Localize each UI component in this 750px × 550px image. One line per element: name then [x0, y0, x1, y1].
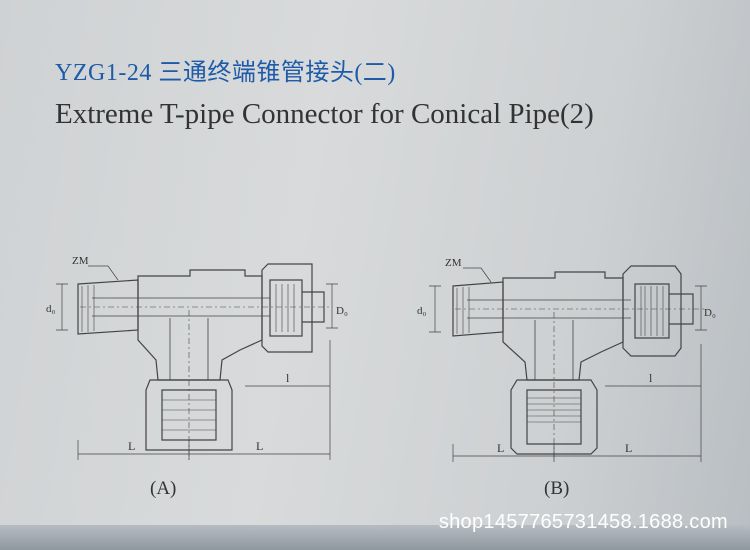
label-zm-b: ZM	[445, 257, 462, 269]
right-nut	[261, 263, 313, 353]
main-body	[502, 271, 624, 381]
label-D0-b: D₀	[704, 307, 716, 319]
shop-watermark: shop1457765731458.1688.com	[438, 511, 728, 533]
bottom-nut	[510, 379, 598, 455]
label-l-a: l	[286, 371, 290, 385]
label-L2-a: L	[256, 439, 263, 453]
right-nut	[622, 265, 682, 357]
page-bottom-edge	[0, 525, 750, 550]
label-L1-a: L	[128, 439, 135, 453]
title-chinese: YZG1-24 三通终端锥管接头(二)	[55, 60, 396, 86]
label-zm-a: ZM	[72, 255, 89, 267]
drawing-a: ZM d₀ D₀ l L L	[46, 255, 348, 460]
label-l-b: l	[649, 371, 653, 385]
label-d0-b: d₀	[417, 305, 427, 317]
title-english: Extreme T-pipe Connector for Conical Pip…	[55, 98, 594, 130]
label-d0-a: d₀	[46, 303, 56, 315]
label-L2-b: L	[625, 441, 632, 455]
label-L1-b: L	[497, 441, 504, 455]
label-D0-a: D₀	[336, 305, 348, 317]
drawing-b: ZM d₀ D₀ l L L	[417, 257, 716, 462]
main-body	[137, 269, 263, 381]
bottom-nut	[145, 379, 233, 451]
caption-b: (B)	[544, 478, 570, 499]
caption-a: (A)	[150, 478, 177, 499]
